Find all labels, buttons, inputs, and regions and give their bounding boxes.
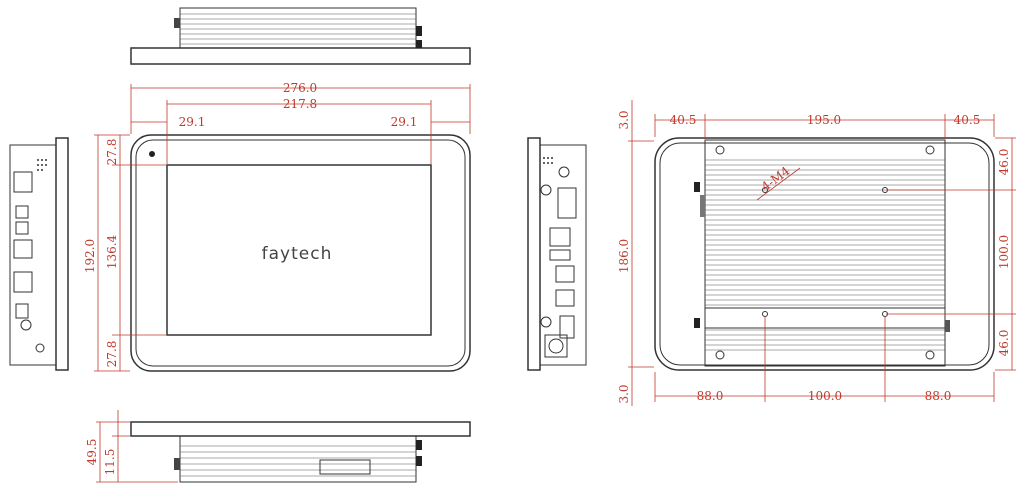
dim-front-left-border: 29.1 [179, 115, 206, 129]
right-side-housing [539, 144, 587, 366]
right-lan-port-2 [555, 289, 575, 307]
right-lan-port-1 [555, 265, 575, 283]
dim-front-top-border: 27.8 [105, 139, 119, 166]
dim-rear-right-mid: 100.0 [997, 235, 1011, 269]
bottom-view-antenna-2 [416, 456, 422, 466]
rear-bezel [654, 137, 995, 371]
left-antenna-icon [20, 319, 32, 331]
dim-rear-top: 3.0 [617, 110, 631, 129]
right-power-switch [544, 334, 568, 358]
right-usb-ports-2 [549, 249, 571, 261]
left-serial-port-1 [13, 171, 33, 193]
right-power-icon [548, 338, 564, 354]
dim-bottom-bezel: 11.5 [103, 449, 117, 476]
front-active-area [166, 164, 432, 336]
right-side-bezel [527, 137, 541, 371]
top-view-bezel [130, 47, 471, 65]
brand-logo: faytech [262, 244, 333, 264]
top-view-antenna-2 [416, 40, 422, 48]
dim-rear-bottom: 3.0 [617, 384, 631, 403]
rear-screws [715, 145, 935, 360]
dim-front-active-height: 136.4 [105, 234, 119, 269]
mount-hole [762, 311, 768, 317]
dim-rear-hole-right: 88.0 [925, 389, 952, 403]
bottom-view-antenna [416, 440, 422, 450]
left-serial-port-2 [13, 271, 33, 293]
left-side-bezel [55, 137, 69, 371]
front-bezel-inner [135, 139, 466, 367]
dim-rear-screw-callout: 4-M4 [759, 163, 793, 193]
left-port-b [15, 221, 29, 235]
left-port-a [15, 205, 29, 219]
rear-housing [704, 139, 946, 367]
right-antenna-icon [558, 166, 570, 178]
left-port-c [15, 303, 29, 319]
dim-front-bottom-border: 27.8 [105, 341, 119, 368]
dim-front-right-border: 29.1 [391, 115, 418, 129]
front-bezel [130, 134, 471, 372]
left-lan-port [13, 239, 33, 259]
dim-rear-height: 186.0 [617, 239, 631, 273]
dim-rear-right: 40.5 [954, 113, 981, 127]
dim-front-width: 276.0 [283, 81, 317, 95]
right-audio-icon-2 [540, 316, 552, 328]
bottom-view-label-plate [319, 459, 371, 475]
dim-front-active-width: 217.8 [283, 97, 317, 111]
left-power-icon [35, 343, 45, 353]
rear-connector [700, 195, 705, 217]
front-view: faytech 276.0 217.8 29.1 29.1 192.0 136.… [83, 81, 471, 372]
rear-antenna [694, 182, 700, 192]
screw-icon [715, 145, 725, 155]
right-audio-icon [540, 184, 552, 196]
dim-rear-right-top: 46.0 [997, 149, 1011, 176]
rear-antenna-2 [694, 318, 700, 328]
rear-view: 4-M4 40.5 195.0 40.5 186.0 3.0 3.0 46.0 … [617, 100, 1016, 406]
left-side-view [9, 137, 69, 371]
rear-band [704, 307, 946, 329]
rear-bezel-inner [659, 142, 990, 366]
right-serial-port [557, 187, 577, 219]
screw-icon [925, 350, 935, 360]
dim-rear-mid: 195.0 [807, 113, 841, 127]
screw-icon [925, 145, 935, 155]
bottom-view-housing [179, 435, 417, 483]
dim-rear-right-bottom: 46.0 [997, 330, 1011, 357]
dim-bottom-depth: 49.5 [85, 439, 99, 466]
front-camera-icon [149, 151, 155, 157]
right-side-view [527, 137, 587, 371]
top-view [130, 7, 471, 65]
rear-right-connector [945, 320, 950, 332]
dim-front-height: 192.0 [83, 239, 97, 273]
bottom-view: 49.5 11.5 [85, 410, 471, 483]
mount-hole [762, 187, 768, 193]
dim-rear-hole-mid: 100.0 [808, 389, 842, 403]
left-side-housing [9, 144, 57, 366]
dim-rear-left: 40.5 [670, 113, 697, 127]
bottom-view-bezel [130, 421, 471, 437]
top-view-connector [174, 18, 180, 28]
right-usb-ports [549, 227, 571, 247]
top-view-antenna [416, 26, 422, 36]
dim-rear-hole-left: 88.0 [697, 389, 724, 403]
bottom-view-connector [174, 458, 180, 470]
screw-icon [715, 350, 725, 360]
